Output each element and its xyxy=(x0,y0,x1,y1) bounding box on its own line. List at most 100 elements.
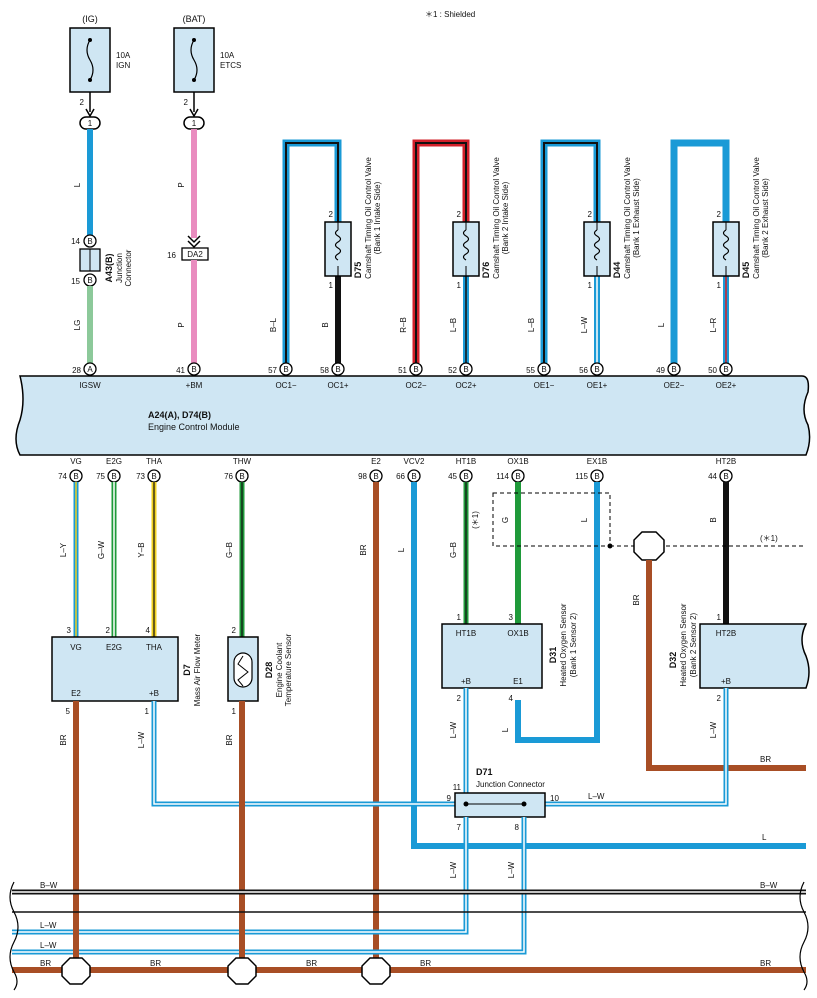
wire-b-ht2-label: B xyxy=(709,517,718,522)
a43-name-1: Junction xyxy=(115,253,124,283)
svg-text:B: B xyxy=(87,276,92,285)
svg-text:THW: THW xyxy=(233,457,252,466)
heated-oxygen-sensor-bank1: HT1B OX1B +B E1 1 3 2 4 D31 Heated Oxyge… xyxy=(441,603,578,703)
svg-text:B: B xyxy=(283,365,288,374)
svg-text:2: 2 xyxy=(457,210,462,219)
svg-text:Temperature Sensor: Temperature Sensor xyxy=(284,633,293,706)
svg-text:2: 2 xyxy=(106,626,111,635)
svg-text:(Bank 2 Sensor 2): (Bank 2 Sensor 2) xyxy=(689,612,698,677)
wire-ly-label: L–Y xyxy=(59,542,68,557)
svg-text:HT2B: HT2B xyxy=(716,629,736,638)
svg-text:B: B xyxy=(594,472,599,481)
ect-code: D28 xyxy=(264,662,274,679)
svg-text:2: 2 xyxy=(717,694,722,703)
svg-text:B: B xyxy=(373,472,378,481)
svg-text:1: 1 xyxy=(329,281,334,290)
fuse-etcs-pin: 2 xyxy=(184,98,189,107)
svg-text:Heated Oxygen Sensor: Heated Oxygen Sensor xyxy=(559,603,568,686)
fuse-ign-rating: 10A xyxy=(116,51,131,60)
wire-l-out-label: L xyxy=(762,833,767,842)
svg-text:56: 56 xyxy=(579,366,588,375)
shield-label-2: (＊1) xyxy=(760,534,778,543)
fuse-ign-name: IGN xyxy=(116,61,130,70)
svg-text:L: L xyxy=(657,322,666,327)
svg-text:(Bank 1 Intake Side): (Bank 1 Intake Side) xyxy=(373,181,382,254)
svg-text:B: B xyxy=(87,237,92,246)
svg-text:OC2+: OC2+ xyxy=(455,381,476,390)
svg-text:75: 75 xyxy=(96,472,105,481)
wire-br-e2-label: BR xyxy=(359,544,368,555)
svg-text:1: 1 xyxy=(717,613,722,622)
svg-text:HT2B: HT2B xyxy=(716,457,736,466)
svg-text:2: 2 xyxy=(329,210,334,219)
fuse-etcs-name: ETCS xyxy=(220,61,241,70)
svg-text:HT1B: HT1B xyxy=(456,629,476,638)
svg-text:B: B xyxy=(413,365,418,374)
wire-bat-label: P xyxy=(177,182,186,187)
svg-text:THA: THA xyxy=(146,457,163,466)
svg-text:55: 55 xyxy=(526,366,535,375)
svg-text:OC1+: OC1+ xyxy=(327,381,348,390)
wire-lw-o2-2-label: L–W xyxy=(709,721,718,738)
svg-text:1: 1 xyxy=(457,613,462,622)
svg-text:VG: VG xyxy=(70,457,82,466)
heated-oxygen-sensor-bank2: HT2B +B 1 2 D32 Heated Oxygen Sensor (Ba… xyxy=(668,603,810,703)
svg-text:B–W: B–W xyxy=(760,881,778,890)
svg-text:+B: +B xyxy=(149,689,159,698)
svg-text:8: 8 xyxy=(515,823,520,832)
svg-text:51: 51 xyxy=(398,366,407,375)
svg-text:E2: E2 xyxy=(71,689,81,698)
ecm-top-pins: A28IGSWB41+BMB57OC1−B58OC1+B51OC2−B52OC2… xyxy=(72,362,737,390)
svg-text:58: 58 xyxy=(320,366,329,375)
svg-text:74: 74 xyxy=(58,472,67,481)
svg-text:L–B: L–B xyxy=(449,318,458,332)
svg-text:BR: BR xyxy=(40,959,51,968)
svg-text:BR: BR xyxy=(760,959,771,968)
svg-text:4: 4 xyxy=(509,694,514,703)
svg-text:41: 41 xyxy=(176,366,185,375)
svg-text:L–W: L–W xyxy=(40,921,57,930)
wire-br-maf-label: BR xyxy=(59,734,68,745)
shielded-note: ＊1 : Shielded xyxy=(425,10,475,19)
svg-text:Engine Coolant: Engine Coolant xyxy=(275,642,284,697)
fuse-ign: (IG) 10A IGN 2 1 xyxy=(69,14,131,130)
svg-text:B: B xyxy=(463,472,468,481)
svg-text:B: B xyxy=(541,365,546,374)
svg-text:(Bank 2 Intake Side): (Bank 2 Intake Side) xyxy=(501,181,510,254)
svg-text:5: 5 xyxy=(66,707,71,716)
svg-text:L–W: L–W xyxy=(580,316,589,333)
svg-text:B: B xyxy=(411,472,416,481)
svg-text:OC2−: OC2− xyxy=(405,381,426,390)
svg-text:R–B: R–B xyxy=(399,317,408,333)
svg-text:A: A xyxy=(87,365,93,374)
svg-text:OC1−: OC1− xyxy=(275,381,296,390)
ecm-pin-bm: B41+BM xyxy=(176,362,203,390)
wire-d71-out-label: L–W xyxy=(588,792,605,801)
svg-text:L–R: L–R xyxy=(709,317,718,332)
wire-br-ect-label: BR xyxy=(225,734,234,745)
svg-text:IGSW: IGSW xyxy=(79,381,101,390)
wire-lw-o2-1-label: L–W xyxy=(449,721,458,738)
svg-text:HT1B: HT1B xyxy=(456,457,476,466)
svg-text:B–L: B–L xyxy=(269,317,278,332)
svg-text:D71: D71 xyxy=(476,767,493,777)
svg-text:B: B xyxy=(594,365,599,374)
fuse-etcs-rating: 10A xyxy=(220,51,235,60)
fuse-etcs-supply: (BAT) xyxy=(183,14,206,24)
junction-connector-a43: B 14 B 15 A43(B) Junction Connector xyxy=(71,234,133,287)
svg-text:BR: BR xyxy=(420,959,431,968)
svg-text:D76: D76 xyxy=(481,262,491,279)
svg-text:28: 28 xyxy=(72,366,81,375)
svg-text:E2G: E2G xyxy=(106,457,122,466)
svg-text:B–W: B–W xyxy=(40,881,58,890)
svg-text:VCV2: VCV2 xyxy=(404,457,425,466)
